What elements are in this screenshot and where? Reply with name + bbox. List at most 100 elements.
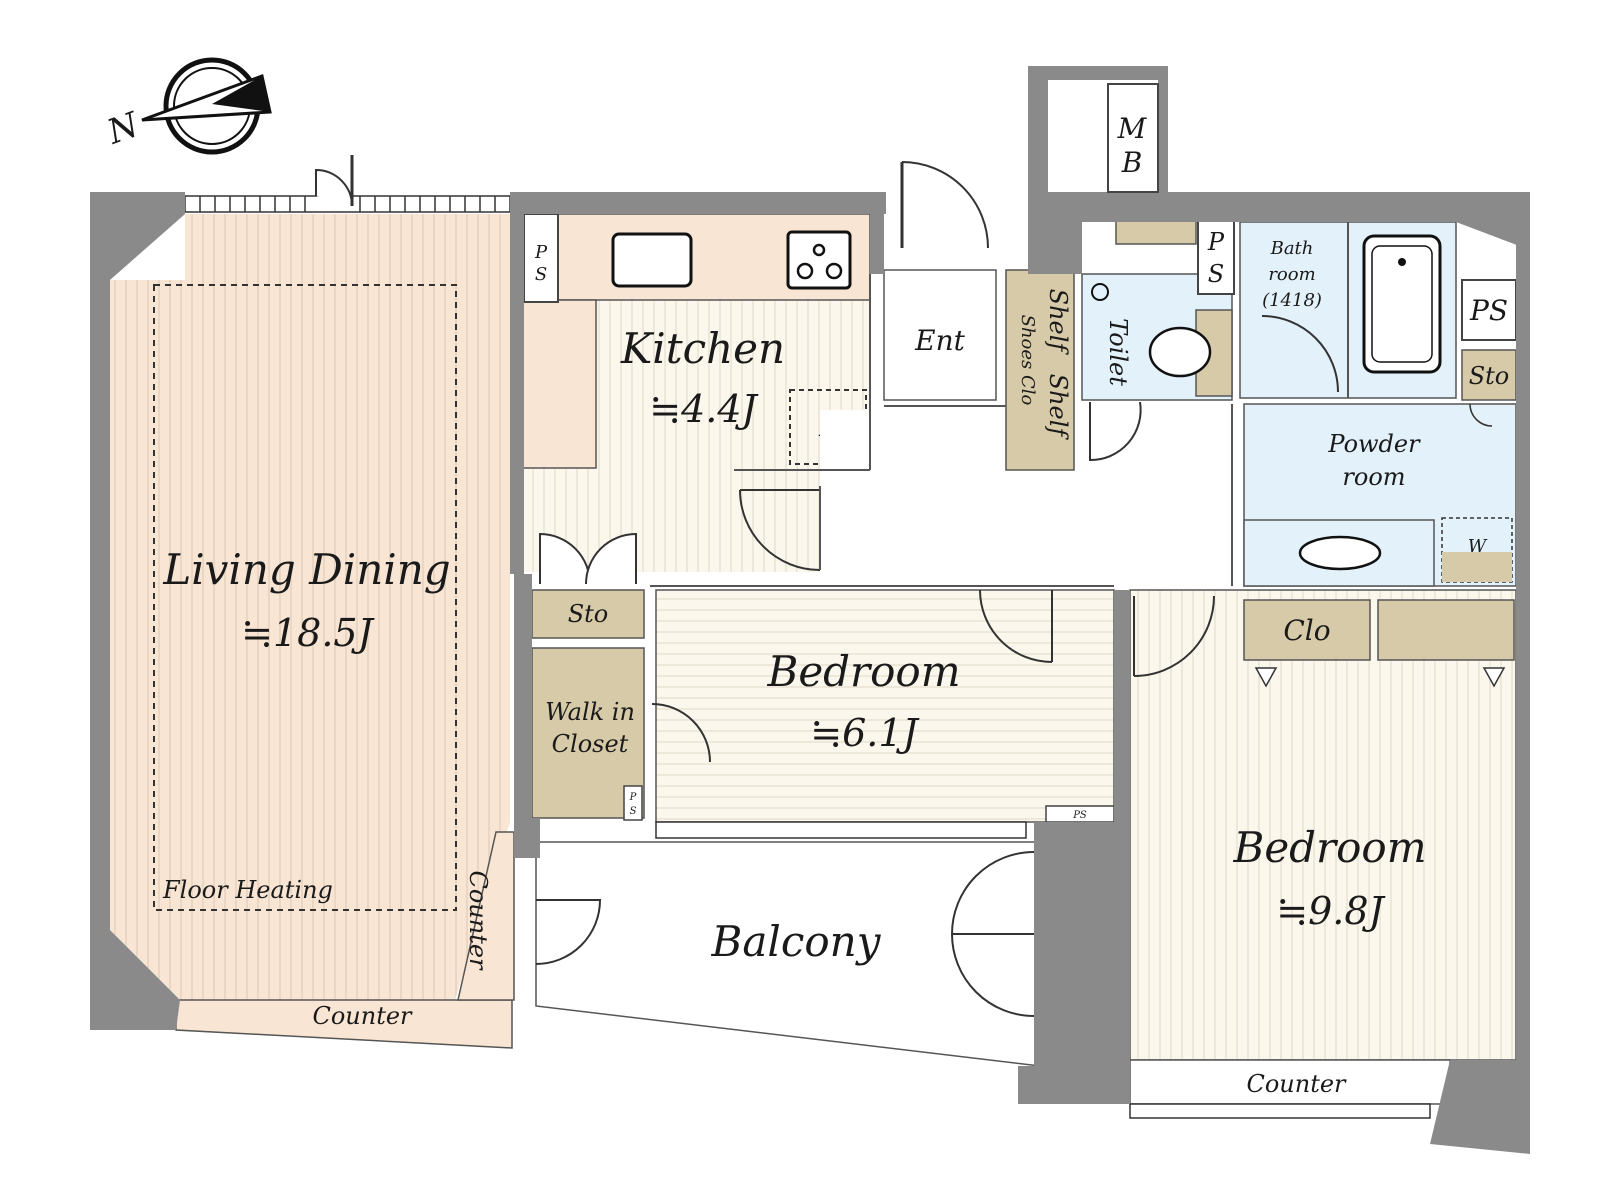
shoes-closet-label: Shoes Clo (1017, 315, 1038, 406)
vanity-counter (1243, 519, 1435, 587)
wall-se-corner (1430, 1060, 1530, 1154)
bedroom-small-label: Bedroom (766, 647, 960, 696)
powder-room: Powder room W (1243, 403, 1517, 587)
bedroom-small-door-arc (979, 589, 1053, 663)
balcony-label: Balcony (711, 917, 882, 966)
living-dining-area: ≒18.5J (241, 611, 374, 655)
balcony-door-right-bottom (950, 933, 1035, 1017)
bedroom-large-window (1129, 1103, 1431, 1119)
toilet-ps-label-2: S (1208, 260, 1224, 288)
toilet-ps-label-1: P (1207, 228, 1225, 256)
wall-bedroom-divider (1114, 590, 1130, 822)
toilet-bowl-icon (1148, 326, 1212, 378)
compass-needle-shade (212, 76, 270, 112)
walk-in-closet-label-1: Walk in (545, 698, 635, 726)
balcony-area: Balcony SK (535, 841, 1098, 1067)
closet-right (1377, 599, 1515, 661)
kitchen-area: ≒4.4J (649, 387, 758, 431)
toilet-door-arc (1089, 401, 1142, 462)
vertical-counter-label: Counter (464, 870, 492, 971)
meter-box-label-1: M (1117, 112, 1148, 145)
kitchen-sink-icon (611, 232, 693, 288)
entrance-floor (883, 269, 997, 401)
bedroom-ps-label: PS (1072, 810, 1087, 821)
balcony-door-right-top (950, 851, 1035, 935)
bedroom-large-area: ≒9.8J (1276, 889, 1385, 933)
shelf-bottom-label: Shelf (1044, 374, 1072, 441)
bedroom-large: Clo Bedroom ≒9.8J Counter (1129, 589, 1517, 1119)
living-dining-label: Living Dining (162, 545, 450, 594)
walls (90, 66, 1530, 1154)
kitchen-ps-box (523, 213, 559, 303)
entrance-door-arc (901, 161, 989, 249)
powder-sto-door-arc (1469, 403, 1493, 427)
bath-door-arc (1261, 315, 1339, 393)
bath-room: Bath room (1418) PS Sto (1239, 221, 1517, 401)
closet-door-left (1254, 667, 1278, 688)
balcony-door-left-arc (535, 899, 602, 965)
bath-label-2: room (1268, 264, 1315, 285)
kitchen-ps-label-1: P (534, 242, 548, 263)
toilet-room: P S Toilet (1081, 213, 1235, 462)
compass-north-label: N (101, 104, 145, 153)
living-counter-label: Counter (312, 1002, 413, 1030)
partitions (650, 274, 1233, 587)
entrance-label: Ent (914, 324, 965, 357)
closet-door-right (1482, 667, 1506, 688)
walk-in-closet-label-2: Closet (552, 730, 629, 758)
wall-west (90, 192, 185, 1030)
toilet-label: Toilet (1104, 318, 1132, 386)
bathtub-inner (1371, 245, 1433, 363)
entrance-hall: Ent Shelf Shelf Shoes Clo (820, 161, 1230, 580)
burner-3 (812, 243, 826, 257)
closet-left (1243, 599, 1371, 661)
wall-balcony-east (1018, 822, 1130, 1104)
living-floor (110, 214, 510, 1000)
kitchen-ps-label-2: S (535, 264, 547, 285)
bedroom-large-floor (1129, 589, 1517, 1061)
living-dining-room: Living Dining ≒18.5J Floor Heating Count… (110, 155, 515, 1049)
washer-label: W (1468, 536, 1488, 557)
washer-tray (1442, 552, 1512, 582)
meter-box-label-2: B (1121, 146, 1143, 179)
vertical-counter (457, 831, 515, 1001)
bath-label-1: Bath (1270, 238, 1314, 259)
wall-living-kitchen (510, 214, 524, 574)
bedroom-counter (1129, 1059, 1451, 1105)
shoe-closet (1005, 269, 1075, 471)
bath-label-3: (1418) (1262, 290, 1322, 311)
bath-ps-label: PS (1469, 294, 1508, 327)
bedroom-counter-label: Counter (1246, 1070, 1347, 1098)
powder-label-2: room (1342, 463, 1405, 491)
bedroom-small-floor (655, 589, 1115, 823)
bathtub-drain (1398, 258, 1406, 266)
bedroom-large-label: Bedroom (1232, 823, 1426, 872)
kitchen-label: Kitchen (620, 324, 785, 373)
burner-2 (825, 262, 843, 280)
kitchen-room: P S Kitchen ≒4.4J R (513, 213, 871, 572)
stove-icon (786, 230, 852, 290)
wall-kitchen-east (870, 214, 884, 274)
shelf-top-label: Shelf (1044, 289, 1072, 356)
storage-closet (531, 589, 645, 639)
compass: N (101, 57, 272, 155)
kitchen-door-arc (739, 489, 821, 571)
wall-mb-stem (1028, 66, 1048, 192)
bedroom-small: Bedroom ≒6.1J PS Sto Walk in Closet P S (531, 532, 1115, 839)
wall-north-east (1028, 192, 1530, 274)
toilet-light-icon (1091, 283, 1109, 301)
walk-in-door-arc (651, 703, 711, 763)
storage-closet-label: Sto (568, 600, 609, 628)
window-mullions (199, 196, 496, 212)
floor-heating-zone (153, 284, 457, 911)
bath-ps-box (1461, 279, 1517, 341)
wall-east (1516, 192, 1530, 1116)
bedroom-small-area: ≒6.1J (810, 711, 919, 755)
burner-1 (796, 262, 814, 280)
wall-closet-west (514, 574, 532, 818)
closet-ps-box (623, 785, 643, 821)
closet-ps-label-1: P (629, 792, 637, 803)
bath-storage-label: Sto (1469, 362, 1510, 390)
wash-basin-icon (1298, 535, 1382, 571)
